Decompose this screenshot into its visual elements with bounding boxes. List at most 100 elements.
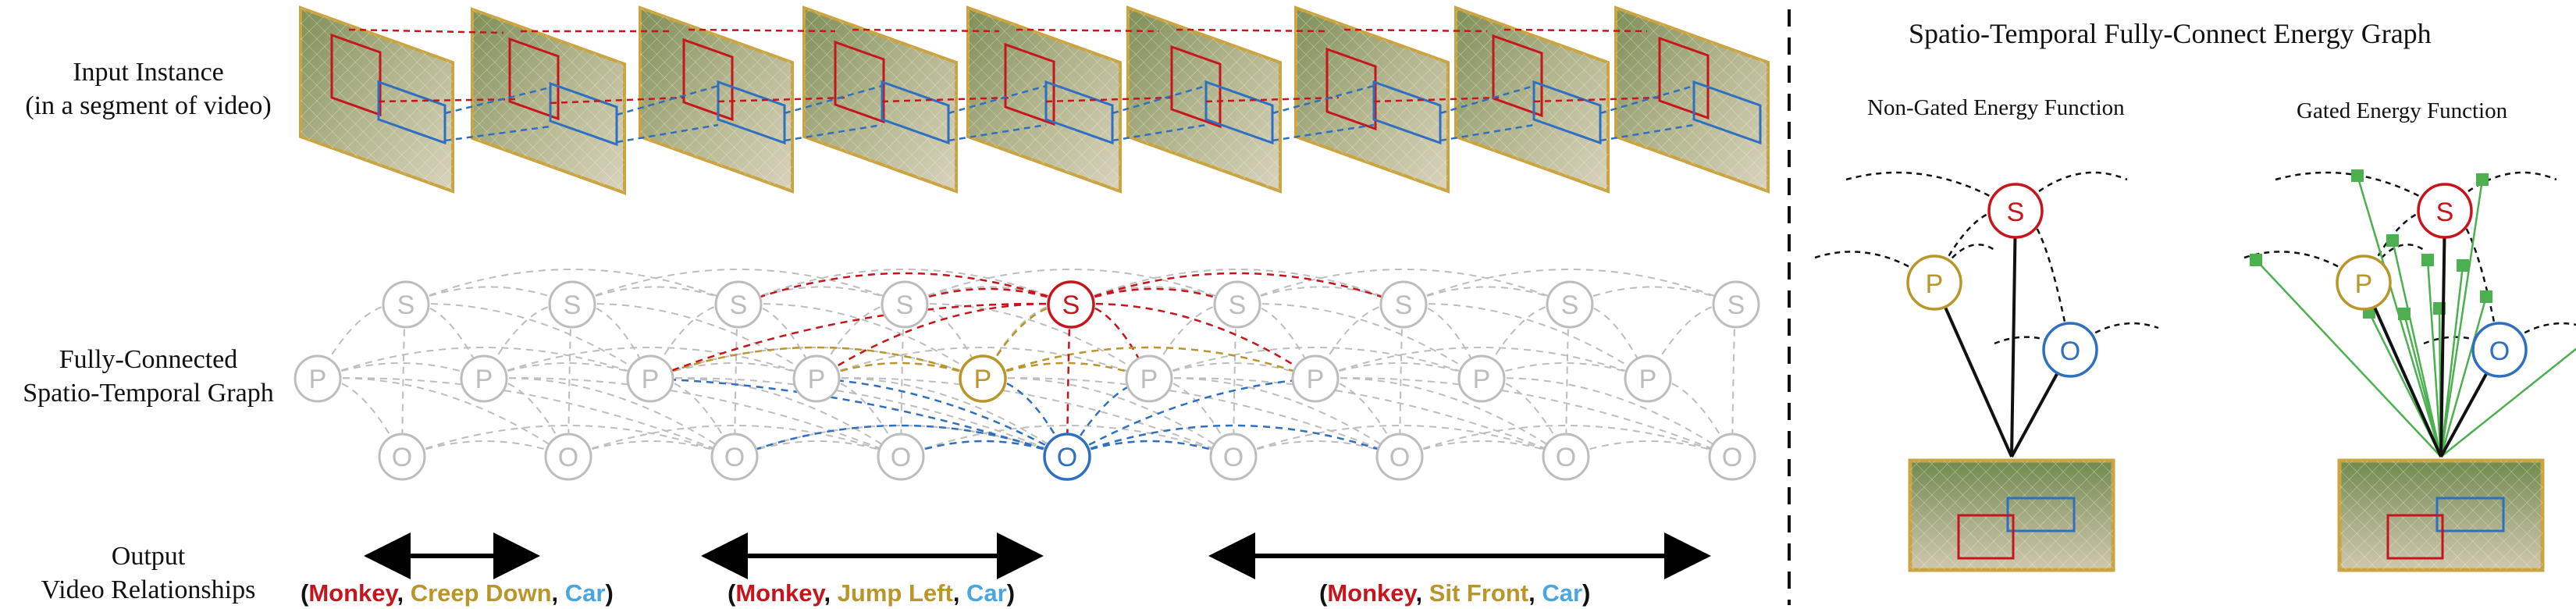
node-letter: O [891,443,911,472]
node-circle [382,280,430,329]
subject-node [2417,183,2473,239]
gate-square [2351,169,2364,182]
node-letter: P [642,365,660,394]
edge-inactive [317,377,569,458]
subject-box [834,40,885,124]
object-track-line [948,123,1047,142]
paren-open: ( [301,579,309,607]
subject-node: S [714,280,763,329]
edge-inactive [317,362,485,379]
edge-inactive [1403,286,1571,305]
predicate-node: P [1457,354,1506,403]
edge-inactive [1148,377,1400,458]
energy-link [2362,282,2443,458]
relationship-2: (Monkey, Jump Left, Car) [728,579,1015,607]
subject-box [1492,34,1543,118]
edge-inactive [816,347,1150,379]
graph-label-line1: Fully-Connected [59,345,238,374]
node-circle [626,354,674,403]
predicate-node: P [1291,354,1340,403]
object-track-line [1439,84,1535,115]
node-letter: P [2355,269,2373,299]
subject-node [1987,183,2044,239]
paren-close: ) [1006,579,1016,607]
edge-inactive [1148,377,1567,458]
predicate-node: P [959,354,1007,403]
node-circle [1047,280,1095,329]
video-frame [1454,5,1610,194]
object-node: O [1375,433,1424,481]
edge-inactive [982,377,1400,458]
edge-object [734,424,1068,458]
node-circle [1375,433,1424,481]
video-frame [299,5,454,194]
node-letter: P [1639,365,1657,394]
node-letter: P [808,365,826,394]
node-letter: O [1223,443,1244,472]
object-track-line [1599,123,1695,142]
predicate-node: P [1624,354,1672,403]
fence-texture [640,8,792,191]
fence-texture [1616,8,1768,191]
rel-object: Car [1542,579,1583,607]
relationship-3: (Monkey, Sit Front, Car) [1319,579,1590,607]
separator: , [397,579,411,607]
subject-track-line [1373,96,1500,103]
rel-subject: Monkey [308,579,397,607]
object-track-line [1112,84,1207,115]
edge-inactive [405,269,739,305]
node-circle [1712,280,1760,329]
edge-predicate [649,346,984,380]
fence-texture [301,8,453,191]
edge-inactive [571,303,651,379]
edge-inactive [649,377,1068,458]
node-circle [1624,354,1672,403]
object-box [549,81,618,147]
node-letter: P [309,365,327,394]
subject-node: S [382,280,430,329]
edge-inactive [1403,269,1737,305]
edge-inactive [483,347,817,379]
edge-inactive [483,362,651,379]
edge-object [1066,424,1400,458]
node-letter: S [2436,198,2454,227]
subject-track-line [1205,96,1340,103]
rel-predicate: Sit Front [1429,579,1529,607]
edge-subject [1070,272,1404,306]
predicate-node [2336,255,2392,311]
edge-inactive [649,347,984,379]
node-letter: S [1062,290,1080,320]
subject-node: S [1213,280,1261,329]
node-letter: O [1389,443,1410,472]
gate-square [2421,254,2434,266]
edge-inactive [405,286,573,305]
edge-inactive [1481,362,1649,379]
object-box [1372,80,1442,145]
separator: , [824,579,838,607]
node-letter: O [1057,443,1077,472]
subject-track-line [852,28,1000,33]
rel-object: Car [966,579,1007,607]
object-node: O [378,433,426,481]
edge-inactive [904,269,1238,305]
node-circle [1542,433,1590,481]
paren-open: ( [728,579,736,607]
object-node: O [877,433,925,481]
object-track-line [1272,123,1375,142]
subject-track-line [1045,96,1172,103]
object-node: O [710,433,759,481]
subject-track-line [1533,96,1660,103]
node-letter: S [1561,290,1579,320]
edge-subject [738,272,1072,306]
object-box [1044,80,1114,145]
fence-texture [804,8,956,191]
object-track-line [784,123,883,142]
edge-inactive [1565,440,1733,458]
node-letter: S [564,290,582,320]
edge-inactive [401,425,735,458]
object-node: O [1542,433,1590,481]
node-letter: P [974,365,992,394]
separator: , [551,579,565,607]
